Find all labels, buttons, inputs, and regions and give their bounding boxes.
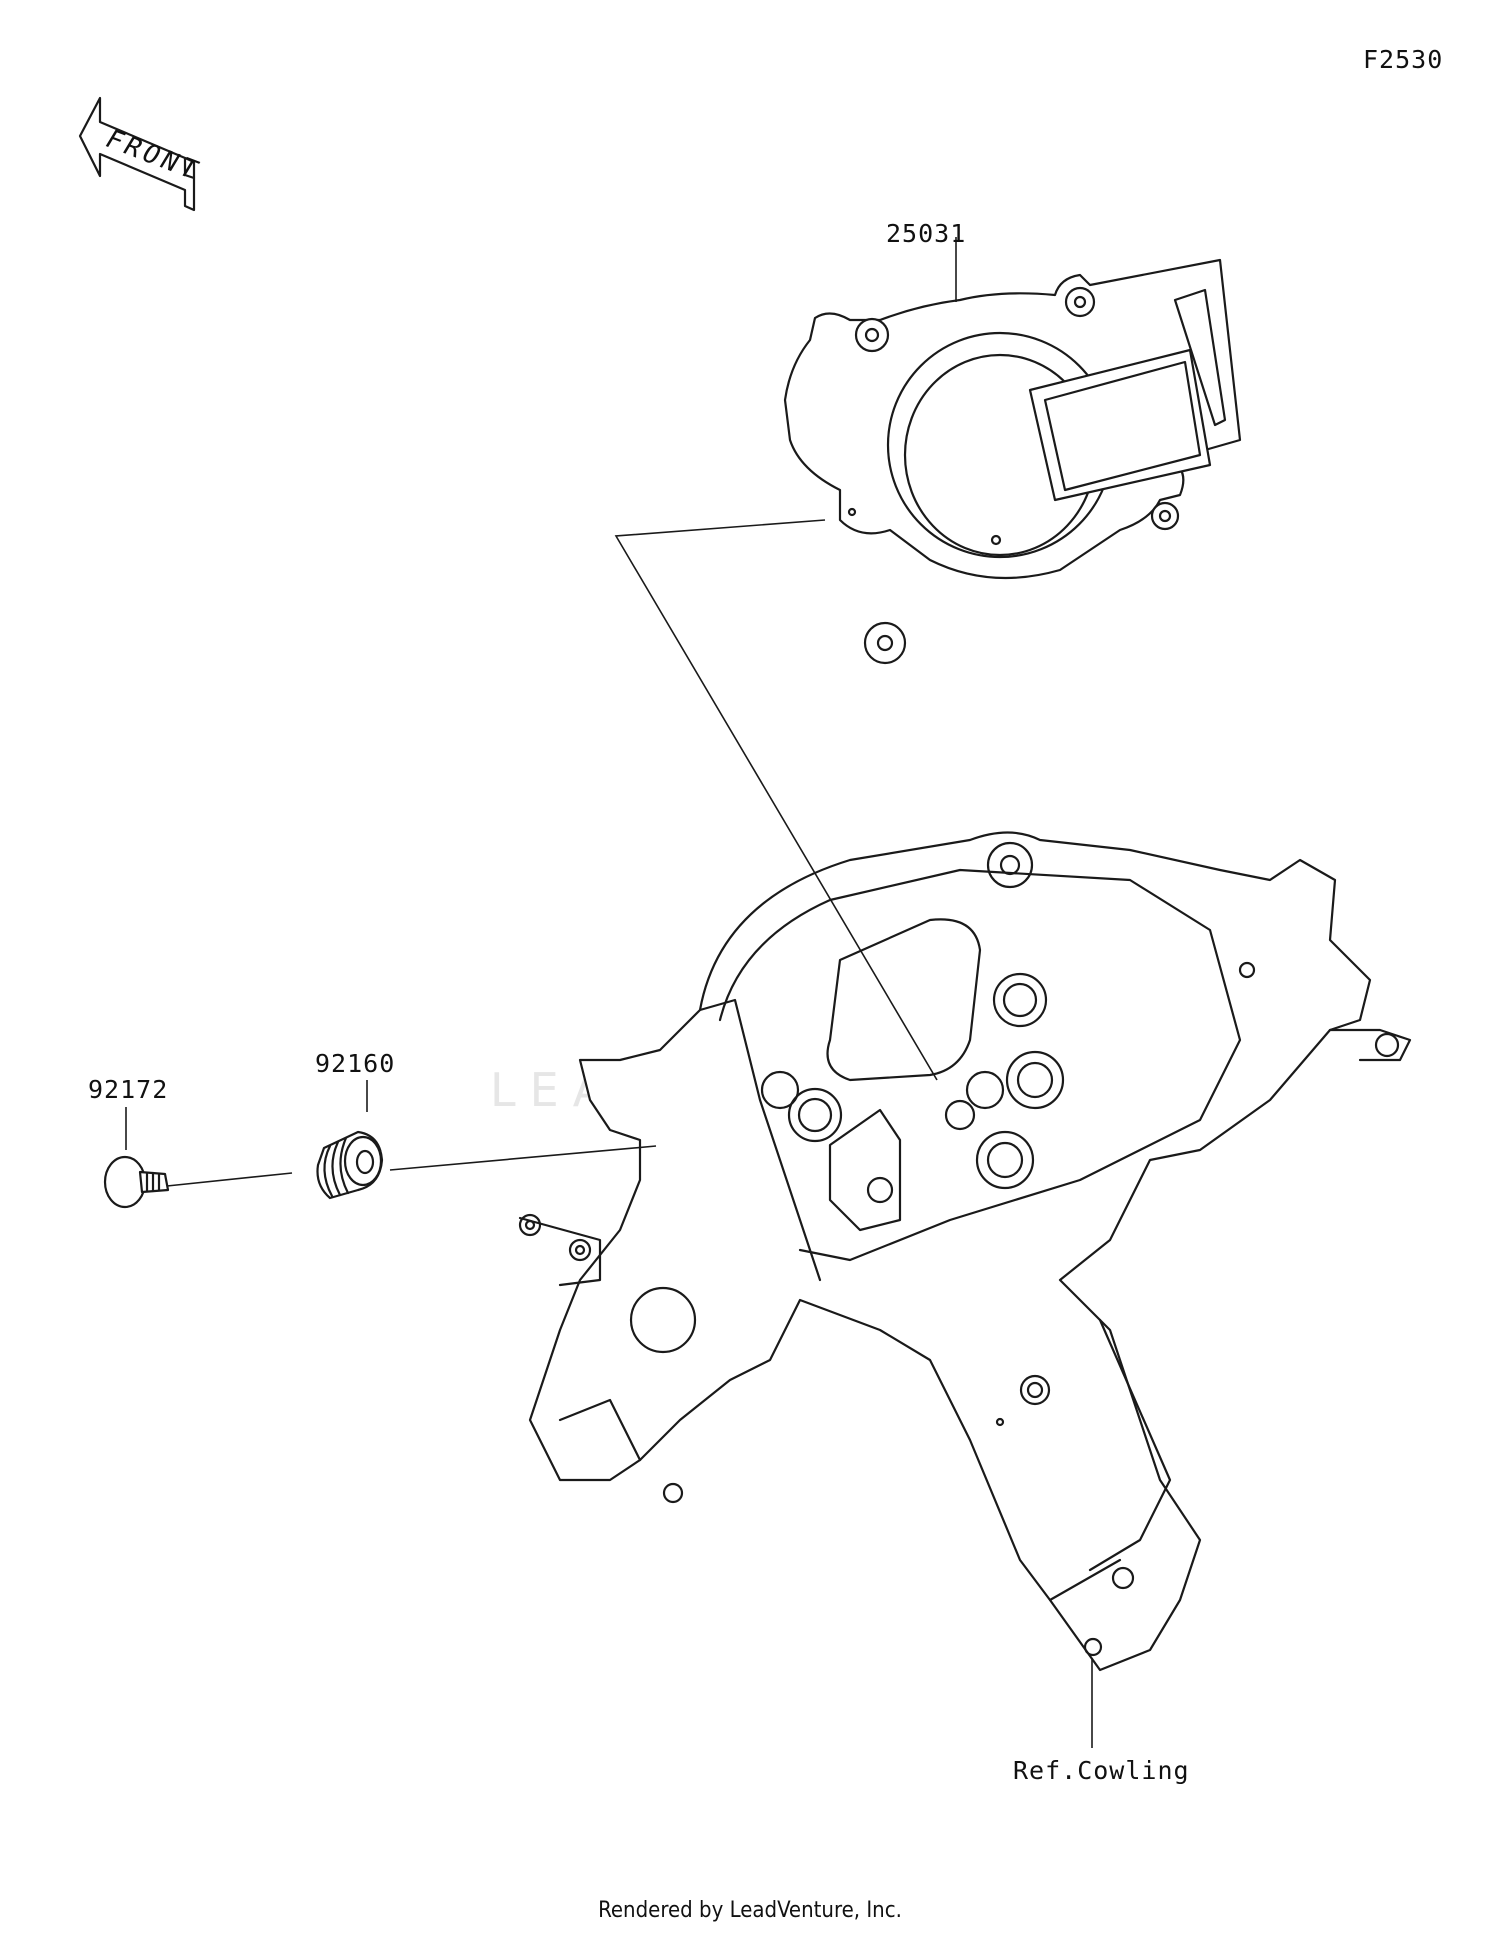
part-number-meter[interactable]: 25031 <box>886 219 967 248</box>
part-number-grommet[interactable]: 92160 <box>315 1049 396 1078</box>
footer-credit: Rendered by LeadVenture, Inc. <box>598 1898 902 1923</box>
meter-bracket-drawing <box>518 831 1412 1672</box>
meter-assembly-drawing <box>783 258 1242 665</box>
part-number-screw[interactable]: 92172 <box>88 1075 169 1104</box>
grommet-drawing <box>316 1130 384 1200</box>
front-arrow-icon: FRONT <box>78 96 207 212</box>
diagram-code: F2530 <box>1363 45 1444 74</box>
reference-cowling-label: Ref.Cowling <box>1013 1756 1190 1785</box>
screw-drawing <box>103 1155 170 1209</box>
leader-lines <box>125 237 1093 1748</box>
